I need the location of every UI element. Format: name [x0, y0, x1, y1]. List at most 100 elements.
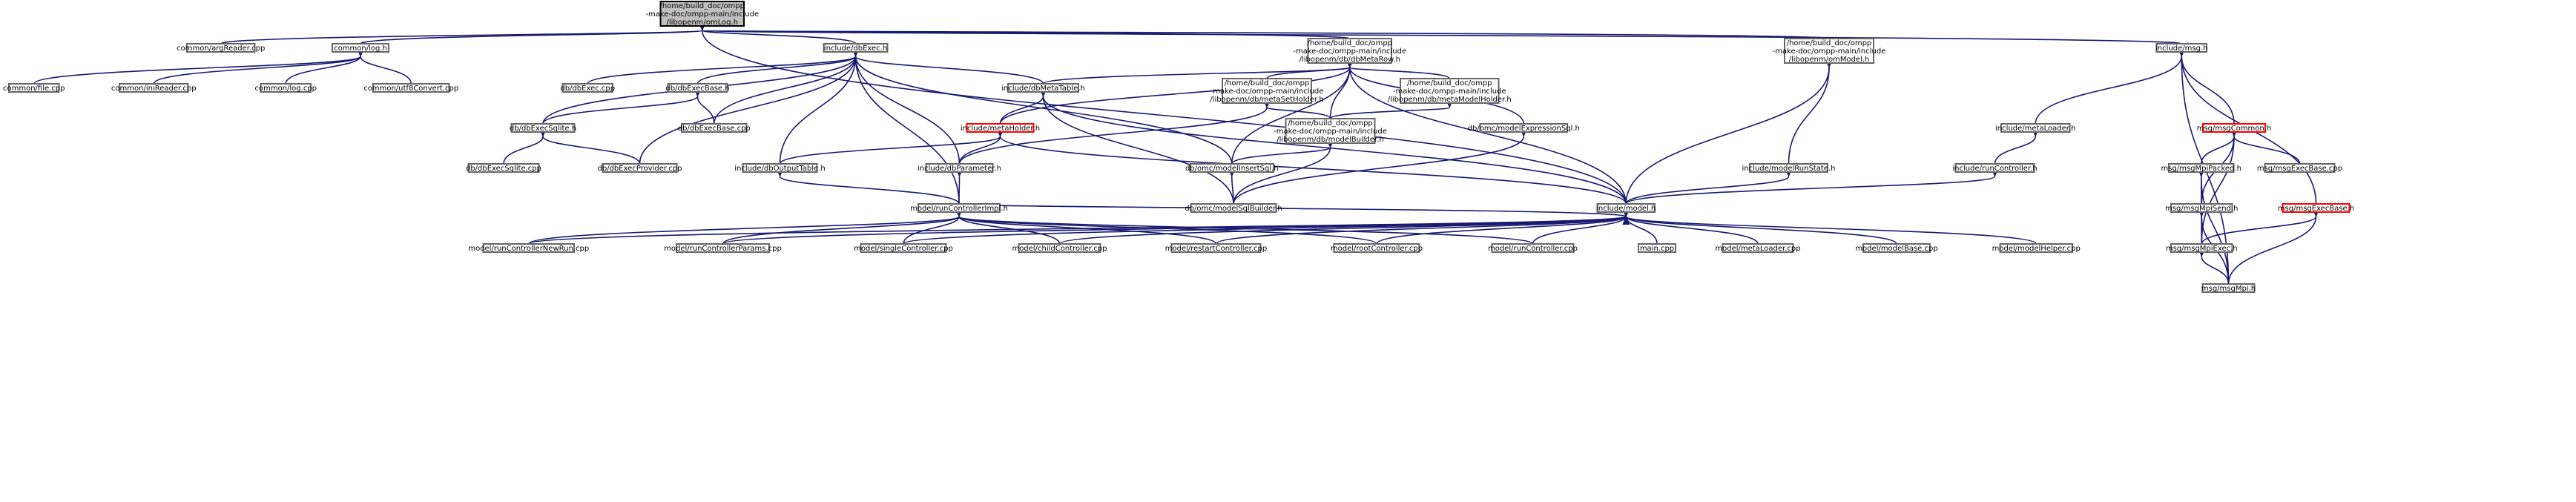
node-box [1222, 78, 1312, 104]
node-metaSetHolder[interactable]: /home/build_doc/ompp-make-doc/ompp-main/… [1210, 78, 1324, 104]
node-msg_h[interactable]: include/msg.h [2155, 43, 2207, 53]
edge-dbParameter-includes-metaHolder [958, 128, 1004, 165]
node-msgMpiSend[interactable]: msg/msgMpiSend.h [2165, 203, 2238, 213]
node-dbExecBase_cpp[interactable]: db/dbExecBase.cpp [678, 123, 751, 133]
edge-modelHelper-includes-model_h [1621, 208, 2038, 245]
node-dbExec_cpp[interactable]: db/dbExec.cpp [560, 83, 615, 93]
edge-modelSqlBuilder-includes-dbMetaTable [1039, 87, 1234, 205]
node-file_cpp[interactable]: common/file.cpp [3, 83, 65, 93]
edge-main_cpp-includes-model_h [1622, 208, 1658, 245]
node-label: db/dbExecBase.h [665, 85, 729, 93]
node-main_cpp[interactable]: main.cpp [1638, 243, 1676, 253]
edge-childCtrl-includes-model_h [1058, 208, 1630, 245]
node-msgCommon[interactable]: msg/msgCommon.h [2197, 123, 2272, 133]
node-label: msg/msgExecBase.cpp [2257, 165, 2342, 173]
edge-model_h-includes-root [698, 22, 1627, 205]
edge-model_h-includes-dbMetaRow [1345, 59, 1627, 205]
node-dbExecProvider[interactable]: db/dbExecProvider.cpp [598, 163, 682, 173]
node-box [1862, 243, 1931, 253]
edge-modelInsertSql-includes-dbExec_h [851, 47, 1233, 165]
node-label: /libopenm/db/modelBuilder.h [1277, 136, 1384, 144]
edge-model_h-includes-omModel_h [1625, 59, 1834, 205]
node-model_h[interactable]: include/model.h [1596, 203, 1656, 213]
node-box [966, 123, 1035, 133]
edge-runCtrlImpl-includes-dbExec_h [851, 47, 960, 205]
node-dbParameter[interactable]: include/dbParameter.h [918, 163, 1001, 173]
node-msgMpiExec[interactable]: msg/msgMpiExec.h [2166, 243, 2238, 253]
node-box [823, 43, 889, 53]
edge-singleCtrl-includes-runCtrlImpl [903, 208, 963, 245]
node-runCtrlNewRun[interactable]: model/runControllerNewRun.cpp [468, 243, 589, 253]
node-childCtrl[interactable]: model/childController.cpp [1012, 243, 1107, 253]
node-box [1190, 203, 1277, 213]
node-label: /home/build_doc/ompp [659, 2, 745, 10]
node-root[interactable]: /home/build_doc/ompp-make-doc/ompp-main/… [645, 1, 759, 27]
node-modelHelper[interactable]: model/modelHelper.cpp [1992, 243, 2081, 253]
node-box [742, 163, 818, 173]
node-modelSqlBuilder[interactable]: db/omc/modelSqlBuilder.h [1185, 203, 1282, 213]
node-label: model/restartController.cpp [1165, 245, 1268, 253]
edge-modelBuilder-includes-metaSetHolder [1262, 99, 1331, 119]
node-label: main.cpp [1640, 245, 1674, 253]
node-msgMpiPacked[interactable]: msg/msgMpiPacked.h [2161, 163, 2241, 173]
node-label: db/omc/modelExpressionSql.h [1468, 125, 1580, 133]
node-runController_h[interactable]: include/runController.h [1952, 163, 2038, 173]
node-utf8[interactable]: common/utf8Convert.cpp [363, 83, 458, 93]
node-singleCtrl[interactable]: model/singleController.cpp [854, 243, 953, 253]
node-metaLoader_h[interactable]: include/metaLoader.h [1995, 123, 2075, 133]
node-metaLoader_cpp[interactable]: model/metaLoader.cpp [1715, 243, 1801, 253]
node-dbExecSqlite_h[interactable]: db/dbExecSqlite.h [510, 123, 576, 133]
edge-runCtrlParams-includes-runCtrlImpl [722, 208, 963, 245]
node-msgExecBase_cpp[interactable]: msg/msgExecBase.cpp [2257, 163, 2342, 173]
node-log_cpp[interactable]: common/log.cpp [254, 83, 317, 93]
edge-msgMpi_h-includes-msgMpiPacked [2197, 168, 2230, 285]
node-label: msg/msgCommon.h [2197, 125, 2272, 133]
node-runCtrlParams[interactable]: model/runControllerParams.cpp [664, 243, 782, 253]
node-modelBase[interactable]: model/modelBase.cpp [1855, 243, 1938, 253]
edge-msg_h-includes-root [696, 21, 2183, 44]
node-label: common/log.cpp [254, 85, 317, 93]
node-modelBuilder[interactable]: /home/build_doc/ompp-make-doc/ompp-main/… [1274, 118, 1387, 144]
node-label: include/dbExec.h [824, 44, 887, 53]
edge-model_h-includes-runController_h [1625, 168, 1999, 205]
node-modelInsertSql[interactable]: db/omc/modelInsertSql.h [1185, 163, 1279, 173]
node-box [561, 83, 613, 93]
node-metaHolder[interactable]: include/metaHolder.h [961, 123, 1040, 133]
node-runCtrl_cpp[interactable]: model/runController.cpp [1488, 243, 1578, 253]
node-label: /libopenm/db/dbMetaRow.h [1299, 56, 1400, 64]
node-metaModelHolder[interactable]: /home/build_doc/ompp-make-doc/ompp-main/… [1388, 78, 1512, 104]
node-dbOutputTable[interactable]: include/dbOutputTable.h [734, 163, 826, 173]
node-dbExec_h[interactable]: include/dbExec.h [823, 43, 889, 53]
node-omModel_h[interactable]: /home/build_doc/ompp-make-doc/ompp-main/… [1773, 38, 1886, 64]
node-box [510, 123, 576, 133]
node-msgMpi_h[interactable]: msg/msgMpi.h [2201, 283, 2256, 293]
node-label: common/argReader.cpp [177, 44, 265, 53]
node-box [1333, 243, 1420, 253]
node-dbMetaTable[interactable]: include/dbMetaTable.h [1001, 83, 1085, 93]
node-runCtrlImpl[interactable]: model/runControllerImpl.h [910, 203, 1008, 213]
node-dbExecSqlite_cpp[interactable]: db/dbExecSqlite.cpp [466, 163, 541, 173]
node-restartCtrl[interactable]: model/restartController.cpp [1165, 243, 1268, 253]
edge-dbOutputTable-includes-dbExec_h [779, 47, 860, 165]
node-msgExecBase_h[interactable]: msg/msgExecBase.h [2278, 203, 2354, 213]
node-modelRunState[interactable]: include/modelRunState.h [1742, 163, 1836, 173]
node-dbMetaRow[interactable]: /home/build_doc/ompp-make-doc/ompp-main/… [1293, 38, 1406, 64]
node-box [681, 123, 748, 133]
edge-dbExecProvider-includes-dbExec_h [639, 47, 860, 165]
node-label: /home/build_doc/ompp [1787, 39, 1872, 47]
node-box [2282, 203, 2351, 213]
node-log_h[interactable]: common/log.h [332, 43, 389, 53]
edge-dbParameter-includes-metaSetHolder [958, 99, 1271, 165]
node-iniReader[interactable]: common/iniReader.cpp [111, 83, 197, 93]
node-box [2000, 123, 2071, 133]
node-dbExecBase_h[interactable]: db/dbExecBase.h [665, 83, 730, 93]
edge-model_h-includes-dbMetaTable [1039, 87, 1627, 205]
node-argReader[interactable]: common/argReader.cpp [177, 43, 265, 53]
node-rootCtrl[interactable]: model/rootController.cpp [1331, 243, 1423, 253]
node-label: -make-doc/ompp-main/include [1773, 47, 1886, 56]
edge-file_cpp-includes-log_h [33, 47, 365, 85]
node-label: -make-doc/ompp-main/include [1393, 87, 1506, 96]
node-modelExprSql[interactable]: db/omc/modelExpressionSql.h [1468, 123, 1580, 133]
node-label: include/dbOutputTable.h [734, 165, 825, 173]
node-label: model/metaLoader.cpp [1715, 245, 1800, 253]
